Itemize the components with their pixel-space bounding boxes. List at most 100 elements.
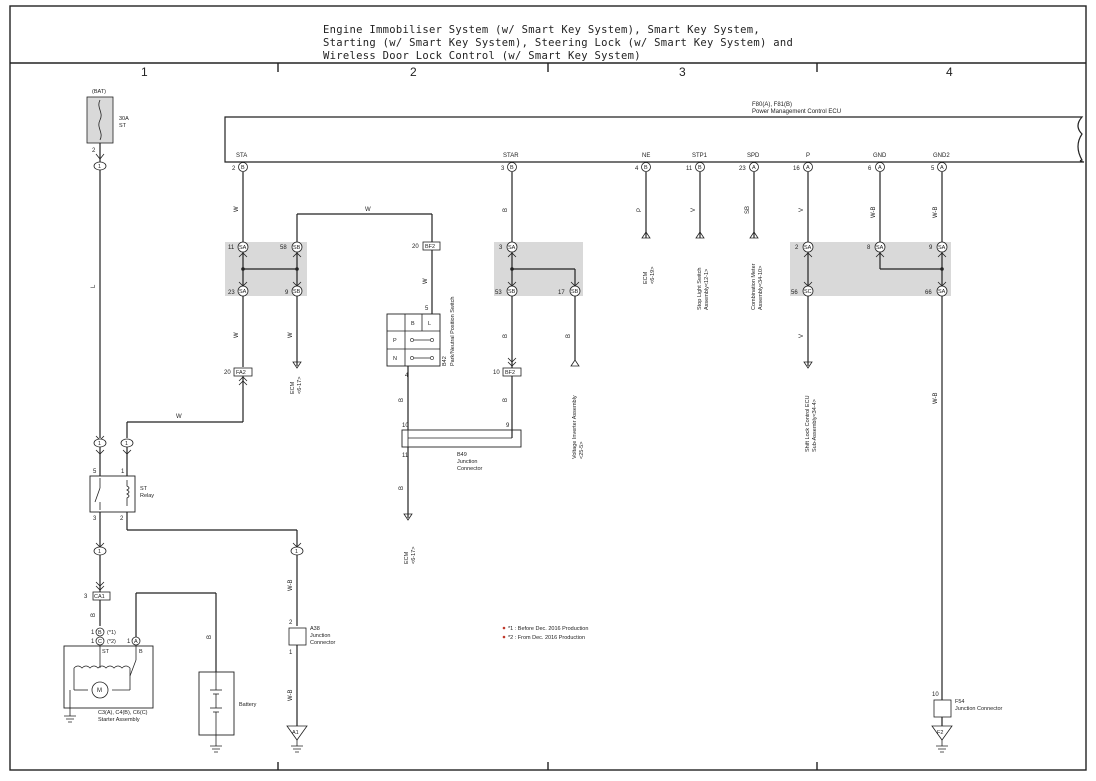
battery[interactable]: Battery — [198, 671, 257, 753]
svg-text:STP1: STP1 — [692, 153, 708, 159]
svg-text:(*1): (*1) — [107, 630, 116, 636]
svg-text:Relay: Relay — [140, 493, 154, 499]
svg-text:M: M — [97, 688, 102, 694]
svg-text:N: N — [393, 356, 397, 362]
signal-wires-column-3[interactable]: P ECM <6-19> V Stop Light Switch Assembl… — [637, 172, 764, 310]
svg-text:A: A — [134, 639, 138, 645]
svg-text:Connector: Connector — [457, 466, 483, 472]
dest-shift-lock-ecu: Shift Lock Control ECU — [805, 395, 811, 452]
svg-text:3: 3 — [499, 245, 503, 251]
svg-text:F54: F54 — [955, 699, 964, 705]
svg-text:23: 23 — [739, 166, 746, 172]
park-neutral-position-switch[interactable]: BF2 20 W 5 B L P N B42 Park/Neutral Posi… — [386, 241, 456, 430]
svg-text:5: 5 — [931, 166, 935, 172]
ecu-terminal-ne[interactable]: NE 4 B — [635, 153, 651, 172]
svg-text:Junction: Junction — [310, 633, 331, 639]
svg-text:A: A — [806, 165, 810, 171]
svg-text:W: W — [176, 414, 182, 420]
svg-text:1: 1 — [91, 639, 95, 645]
svg-text:23: 23 — [228, 290, 235, 296]
svg-text:<6-17>: <6-17> — [411, 547, 417, 564]
ecu-terminal-p[interactable]: P 16 A — [793, 153, 813, 172]
ecu-terminal-spd[interactable]: SPD 23 A — [739, 153, 760, 172]
svg-text:5: 5 — [93, 469, 97, 475]
svg-text:<6-19>: <6-19> — [650, 267, 656, 284]
b49-junction-connector[interactable]: 10 9 11 B49 Junction Connector B ECM <6-… — [399, 423, 522, 564]
svg-text:2: 2 — [795, 245, 799, 251]
svg-text:B: B — [411, 321, 415, 327]
svg-text:P: P — [637, 208, 643, 212]
svg-text:BF2: BF2 — [425, 244, 435, 250]
svg-text:W: W — [234, 332, 240, 338]
svg-text:B: B — [139, 649, 143, 655]
svg-text:10: 10 — [932, 692, 939, 698]
production-notes: *1 : Before Dec. 2016 Production *2 : Fr… — [502, 626, 588, 641]
dest-ecm-6-17-b: ECM — [404, 551, 410, 564]
svg-text:V: V — [799, 334, 805, 338]
fuse-30a-st[interactable]: (BAT) 30A ST 2 — [86, 89, 129, 154]
svg-text:1: 1 — [127, 639, 131, 645]
svg-text:A: A — [752, 165, 756, 171]
svg-text:W: W — [288, 332, 294, 338]
svg-text:FA2: FA2 — [236, 370, 246, 376]
starter-assembly[interactable]: 1 B (*1) 1 C (*2) 1 A B ST B M C3(A), C4… — [63, 592, 217, 723]
power-management-ecu[interactable]: F80(A), F81(B) Power Management Control … — [224, 102, 1085, 163]
svg-text:SA: SA — [804, 245, 812, 251]
svg-text:11: 11 — [402, 453, 409, 459]
svg-text:A: A — [940, 165, 944, 171]
svg-text:1: 1 — [98, 164, 101, 170]
svg-text:B: B — [503, 334, 509, 338]
svg-text:SA: SA — [938, 245, 946, 251]
svg-text:B49: B49 — [457, 452, 467, 458]
svg-text:SA: SA — [239, 289, 247, 295]
svg-text:20: 20 — [412, 244, 419, 250]
svg-text:SC: SC — [804, 289, 812, 295]
svg-text:1: 1 — [98, 441, 101, 447]
dest-combination-meter: Combination Meter — [751, 263, 757, 310]
svg-text:2: 2 — [120, 516, 124, 522]
svg-text:8: 8 — [867, 245, 871, 251]
svg-text:L: L — [428, 321, 431, 327]
st-relay[interactable]: 5 1 ST Relay 3 2 — [89, 469, 154, 522]
svg-text:1: 1 — [91, 630, 95, 636]
junction-block-star[interactable]: B 3 SA 53 SB 17 SB B BF2 10 B B Voltage … — [493, 172, 585, 459]
svg-text:B: B — [510, 165, 514, 171]
svg-text:4: 4 — [635, 166, 639, 172]
svg-text:2: 2 — [92, 148, 96, 154]
svg-text:3: 3 — [93, 516, 97, 522]
svg-text:53: 53 — [495, 290, 502, 296]
svg-text:9: 9 — [929, 245, 933, 251]
svg-text:9: 9 — [285, 290, 289, 296]
note-1: *1 : Before Dec. 2016 Production — [508, 626, 588, 632]
ecu-terminal-gnd2[interactable]: GND2 5 A — [931, 153, 950, 172]
svg-text:Junction Connector: Junction Connector — [955, 706, 1003, 712]
a38-junction-connector[interactable]: 2 1 A38 Junction Connector W-B A1 — [286, 620, 336, 753]
junction-block-ground[interactable]: V W-B W-B 2 SA 8 SA 9 SA 56 SC 66 SA V S… — [790, 172, 951, 700]
svg-text:B: B — [98, 630, 102, 636]
ecu-terminal-star[interactable]: STAR 3 B — [501, 153, 519, 172]
svg-text:B: B — [399, 486, 405, 490]
ecu-terminal-sta[interactable]: STA 2 B — [232, 153, 248, 172]
junction-block-sta[interactable]: W W 11 SA 58 SB 23 SA 9 SB W FA2 20 W EC… — [224, 172, 433, 422]
svg-text:56: 56 — [791, 290, 798, 296]
ground-f2: F2 — [937, 730, 943, 736]
svg-text:1: 1 — [98, 549, 101, 555]
svg-text:SA: SA — [239, 245, 247, 251]
dest-ecm-6-19: ECM — [643, 271, 649, 284]
svg-text:W-B: W-B — [871, 206, 877, 218]
ecu-terminal-gnd[interactable]: GND 6 A — [868, 153, 887, 172]
svg-text:4: 4 — [405, 373, 409, 379]
column-ruler: 1 2 3 4 — [141, 63, 953, 770]
svg-text:(BAT): (BAT) — [92, 89, 106, 95]
svg-text:P: P — [806, 153, 810, 159]
diagram-frame — [9, 5, 1087, 771]
ecu-terminal-stp1[interactable]: STP1 11 B — [686, 153, 708, 172]
svg-text:NE: NE — [642, 153, 650, 159]
svg-text:ST: ST — [102, 649, 110, 655]
svg-text:<6-17>: <6-17> — [297, 377, 303, 394]
dest-ecm-6-17-a: ECM — [290, 381, 296, 394]
svg-text:11: 11 — [686, 166, 693, 172]
f54-junction-connector[interactable]: 10 F54 Junction Connector F2 — [931, 692, 1003, 753]
svg-text:Starter Assembly: Starter Assembly — [98, 717, 140, 723]
svg-text:3: 3 — [501, 166, 505, 172]
